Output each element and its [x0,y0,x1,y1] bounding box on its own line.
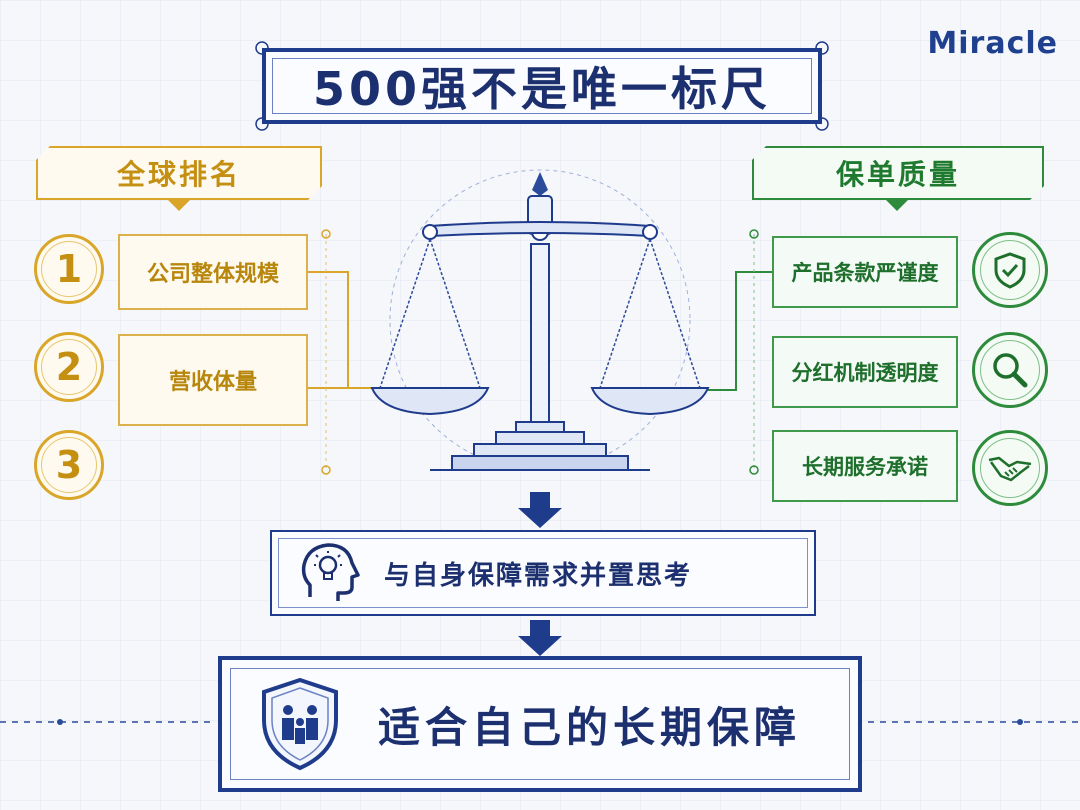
shield-check-icon [972,232,1048,308]
policy-quality-tag: 保单质量 [752,146,1044,200]
brand-logo: Miracle [927,26,1058,61]
policy-quality-tag-pointer [886,200,908,211]
handshake-icon [972,430,1048,506]
result-text: 适合自己的长期保障 [378,702,802,752]
policy-item-dividend: 分红机制透明度 [772,336,958,408]
arrow-down-icon [518,492,562,528]
ranking-item-revenue: 营收体量 [118,334,308,426]
arrow-down-icon [518,620,562,656]
balance-scale-icon [370,169,710,471]
family-shield-icon [262,677,338,771]
title-box: 500强不是唯一标尺 [262,48,822,124]
policy-item-terms: 产品条款严谨度 [772,236,958,308]
number-circle-1: 1 [34,234,104,304]
ranking-tag: 全球排名 [36,146,322,200]
page-title: 500强不是唯一标尺 [312,62,772,116]
consider-needs-box: 与自身保障需求并置思考 [270,530,816,616]
number-circle-2: 2 [34,332,104,402]
head-lightbulb-icon [301,543,360,601]
consider-needs-text: 与自身保障需求并置思考 [384,560,693,591]
result-box: 适合自己的长期保障 [218,656,862,792]
number-circle-3: 3 [34,430,104,500]
magnifier-icon [972,332,1048,408]
ranking-tag-pointer [168,200,190,211]
policy-item-service: 长期服务承诺 [772,430,958,502]
ranking-item-scale: 公司整体规模 [118,234,308,310]
